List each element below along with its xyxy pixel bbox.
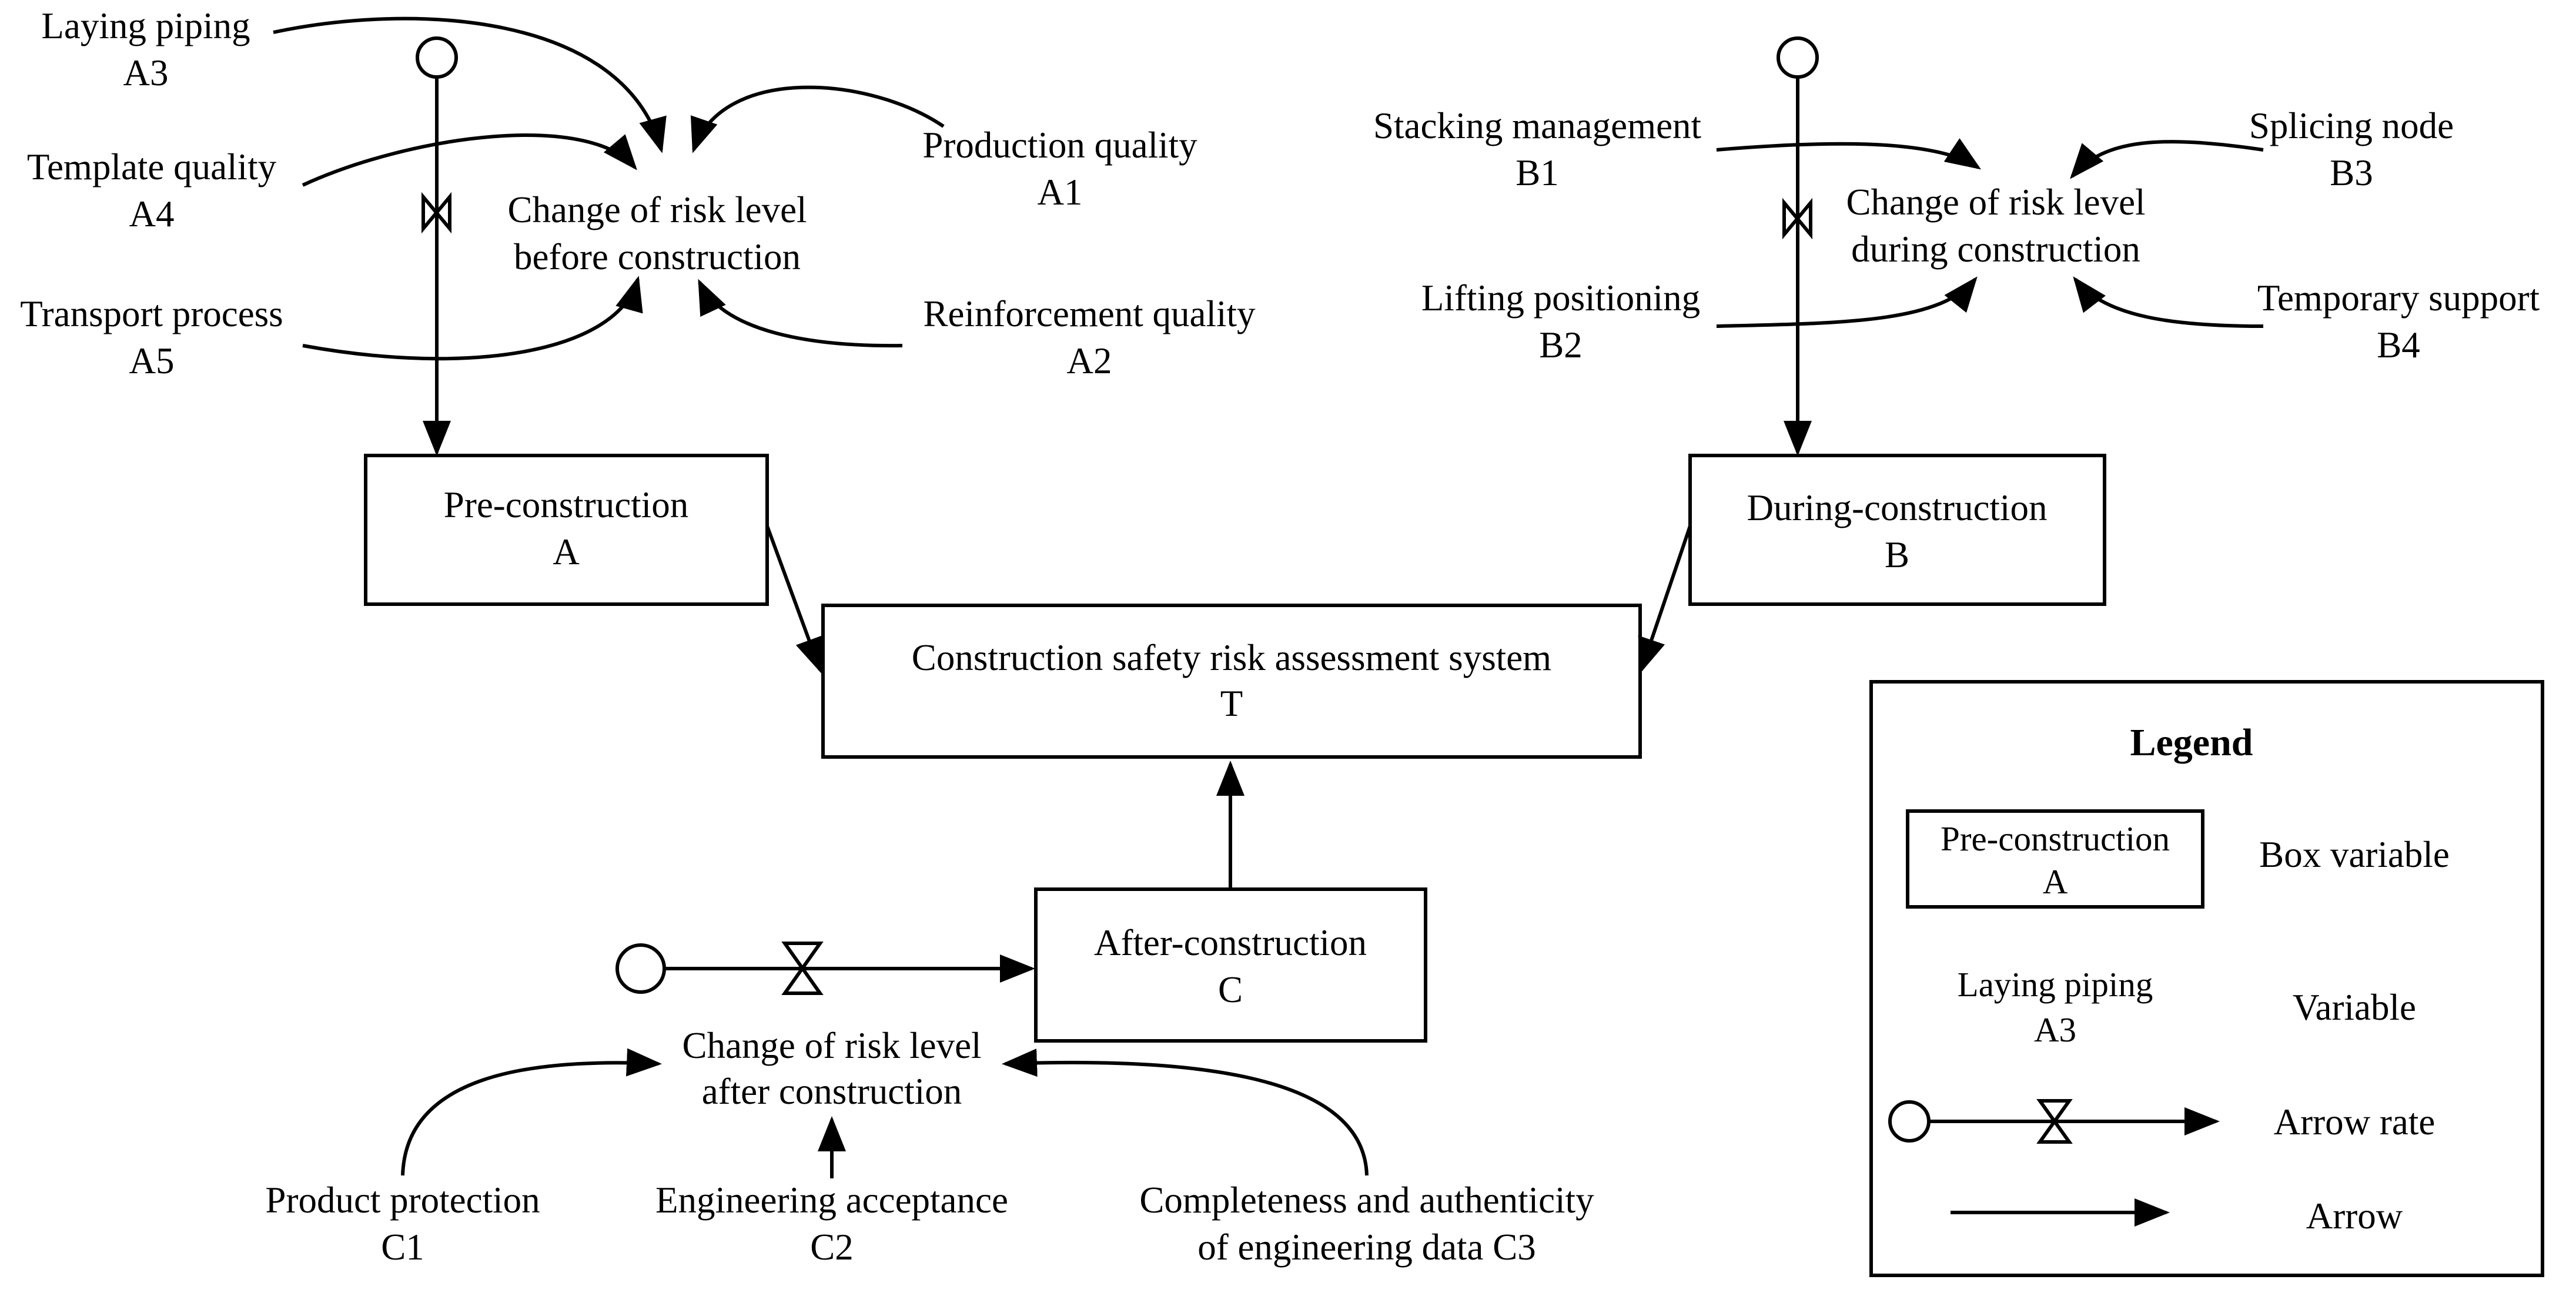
factor-a2-name: Reinforcement quality (923, 293, 1256, 334)
factor-b3-code: B3 (2330, 152, 2373, 193)
rate-after-line1: Change of risk level (682, 1025, 981, 1066)
arrow-a5 (302, 276, 643, 361)
source-cloud-icon (1777, 36, 1819, 79)
rate-during-line1: Change of risk level (1846, 182, 2145, 223)
factor-b3-name: Splicing node (2249, 105, 2454, 146)
factor-a1-name: Production quality (922, 125, 1197, 166)
factor-b2-code: B2 (1539, 324, 1583, 366)
valve-icon (421, 192, 451, 234)
legend-var-sample-code: A3 (2034, 1010, 2076, 1049)
factor-b1-code: B1 (1516, 152, 1559, 193)
source-cloud-icon (615, 943, 666, 994)
arrow-a2 (698, 279, 903, 348)
legend-valve-icon (2036, 1099, 2073, 1144)
rate-after-line2: after construction (702, 1071, 962, 1112)
factor-b1-name: Stacking management (1373, 105, 1702, 146)
flow-after-construction (615, 942, 1035, 995)
arrow-pre-to-system (765, 525, 822, 674)
factor-b4-name: Temporary support (2257, 277, 2540, 319)
legend: Legend Pre-construction A Box variable L… (1869, 680, 2544, 1277)
factor-a2-code: A2 (1067, 340, 1112, 381)
arrow-a3 (273, 16, 667, 153)
legend-var-label: Variable (2293, 987, 2416, 1028)
factor-a4-name: Template quality (27, 146, 277, 187)
factor-a3-name: Laying piping (41, 5, 250, 46)
arrow-a1 (691, 85, 945, 153)
box-system-name: Construction safety risk assessment syst… (912, 637, 1551, 678)
legend-box-sample-code: A (2043, 862, 2068, 901)
rate-before-line2: before construction (514, 236, 801, 277)
legend-box-sample (1906, 809, 2204, 909)
flow-during-construction (1777, 36, 1819, 456)
factor-c2-name: Engineering acceptance (655, 1180, 1008, 1221)
factor-a5-code: A5 (129, 340, 175, 381)
rate-before-line1: Change of risk level (507, 189, 807, 230)
factor-c3-line2: of engineering data C3 (1197, 1227, 1536, 1268)
source-cloud-icon (416, 36, 458, 79)
factor-b4-code: B4 (2377, 324, 2420, 366)
box-after-construction-code: C (1218, 969, 1243, 1010)
factor-a1-code: A1 (1038, 172, 1083, 213)
arrow-b3 (2070, 140, 2264, 179)
box-pre-construction-code: A (553, 531, 580, 572)
legend-var-sample-name: Laying piping (1958, 965, 2153, 1004)
factor-b2-name: Lifting positioning (1421, 277, 1700, 319)
factor-a3-code: A3 (123, 52, 169, 93)
legend-title: Legend (2130, 721, 2253, 764)
factor-c2-code: C2 (810, 1227, 854, 1268)
legend-arrow-label: Arrow (2306, 1195, 2403, 1237)
arrow-c3 (1002, 1049, 1369, 1176)
factor-c3-line1: Completeness and authenticity (1139, 1180, 1594, 1221)
arrow-a4 (302, 133, 637, 187)
box-pre-construction-name: Pre-construction (444, 484, 688, 525)
factor-a4-code: A4 (129, 193, 175, 235)
box-system (821, 604, 1642, 759)
box-during-construction-code: B (1885, 534, 1909, 575)
flow-pre-construction (416, 36, 458, 456)
arrow-b2 (1716, 276, 1978, 328)
box-during-construction-name: During-construction (1747, 487, 2048, 528)
legend-frame (1869, 680, 2544, 1277)
rate-during-line2: during construction (1851, 229, 2140, 270)
factor-c1-name: Product protection (265, 1180, 540, 1221)
arrow-b4 (2073, 276, 2264, 328)
box-system-code: T (1220, 683, 1243, 724)
box-pre-construction (364, 454, 769, 606)
box-after-construction-name: After-construction (1094, 922, 1367, 963)
factor-c1-code: C1 (381, 1227, 424, 1268)
box-after-construction (1034, 887, 1427, 1043)
valve-shape (781, 942, 824, 995)
arrow-during-to-system (1638, 525, 1692, 674)
factor-a5-name: Transport process (20, 293, 283, 334)
legend-box-label: Box variable (2259, 834, 2450, 875)
arrow-c1 (401, 1048, 662, 1176)
arrow-b1 (1716, 138, 1981, 170)
valve-icon (1782, 197, 1812, 240)
legend-source-icon (1888, 1100, 1931, 1143)
legend-box-sample-name: Pre-construction (1941, 819, 2170, 858)
legend-rate-label: Arrow rate (2274, 1101, 2436, 1143)
box-during-construction (1688, 454, 2106, 606)
